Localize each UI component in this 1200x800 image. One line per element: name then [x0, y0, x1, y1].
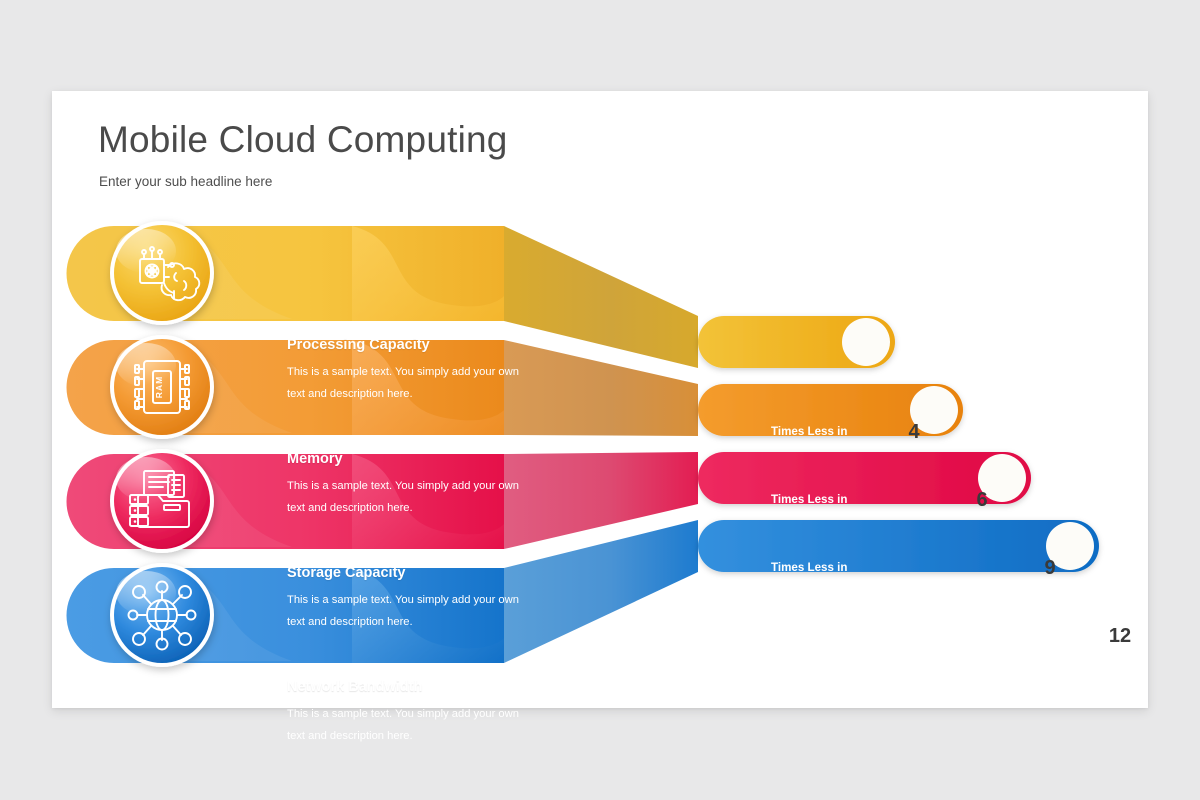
ram-chip-label: RAM: [154, 376, 164, 398]
value-bar: [698, 520, 1099, 572]
panel-wave-decoration: [352, 340, 504, 435]
value-circle: [910, 386, 958, 434]
ribbon-connector: [504, 520, 698, 663]
ram-chip-icon: [134, 360, 190, 414]
brain-chip-icon: [139, 246, 201, 302]
row-storage-capacity: [66, 449, 1031, 553]
row-description-line2: text and description here.: [287, 730, 413, 742]
value-bar: [698, 316, 895, 368]
ribbon-connector: [504, 226, 698, 368]
bar-value: 9: [1044, 557, 1056, 579]
row-description-line2: text and description here.: [287, 502, 413, 514]
panel-wave-decoration: [352, 568, 504, 663]
panel-wave-decoration: [352, 454, 504, 549]
value-circle: [842, 318, 890, 366]
infographic-svg: RAM: [66, 221, 1099, 667]
ribbon-connector: [504, 452, 698, 549]
bar-label: Times Less in: [771, 561, 848, 574]
row-description-line1: This is a sample text. You simply add yo…: [287, 366, 519, 378]
row-description-line1: This is a sample text. You simply add yo…: [287, 480, 519, 492]
row-icon-circle: [110, 563, 214, 667]
value-circle: [1046, 522, 1094, 570]
bar-value: 12: [1108, 625, 1132, 647]
row-title: Network Bandwidth: [287, 679, 423, 695]
row-description-line1: This is a sample text. You simply add yo…: [287, 594, 519, 606]
globe-network-icon: [127, 580, 197, 651]
bar-label: Times Less in: [771, 493, 848, 506]
row-description: This is a sample text. You simply add yo…: [287, 361, 539, 405]
infographic-diagram: RAM: [52, 91, 1148, 742]
value-circle: [978, 454, 1026, 502]
storage-folder-icon: [129, 470, 190, 528]
row-memory: RAM: [66, 335, 963, 439]
row-description-line2: text and description here.: [287, 388, 413, 400]
bar-value: 4: [908, 421, 920, 443]
ribbon-connector: [504, 340, 698, 436]
slide-card: Mobile Cloud Computing Enter your sub he…: [52, 91, 1148, 742]
row-description-line2: text and description here.: [287, 616, 413, 628]
row-title: Storage Capacity: [287, 565, 406, 581]
row-network-bandwidth: [66, 520, 1099, 667]
bar-label: Times Less in: [771, 629, 848, 642]
row-icon-circle: [110, 221, 214, 325]
value-bar: [698, 452, 1031, 504]
row-description: This is a sample text. You simply add yo…: [287, 703, 539, 747]
row-description: This is a sample text. You simply add yo…: [287, 475, 539, 519]
row-description-line1: This is a sample text. You simply add yo…: [287, 708, 519, 720]
value-bar: [698, 384, 963, 436]
row-processing-capacity: [66, 221, 895, 368]
page-subtitle: Enter your sub headline here: [99, 174, 273, 189]
bar-label: Times Less in: [771, 425, 848, 438]
row-title: Processing Capacity: [287, 337, 430, 353]
bar-value: 6: [976, 489, 988, 511]
page-title: Mobile Cloud Computing: [98, 119, 508, 160]
row-icon-circle: [110, 335, 214, 439]
row-description: This is a sample text. You simply add yo…: [287, 589, 539, 633]
panel-wave-decoration: [352, 226, 504, 321]
row-title: Memory: [287, 451, 343, 467]
